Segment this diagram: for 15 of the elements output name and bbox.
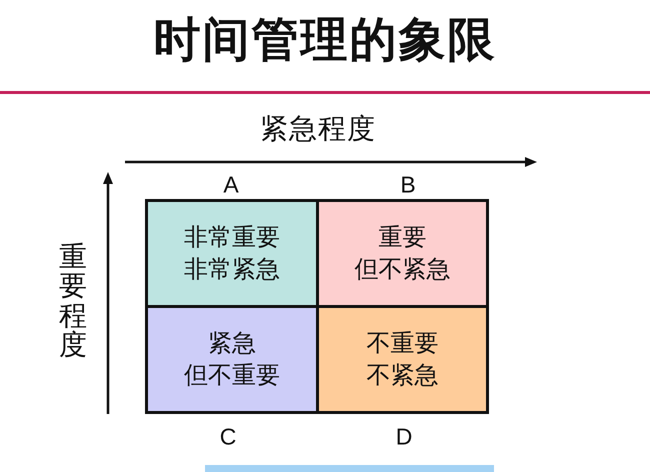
quadrant-letter: A [223, 174, 239, 196]
quadrant-box [319, 308, 489, 414]
quadrant-letter: D [396, 426, 412, 448]
axis-title: 重要程度 [59, 242, 87, 360]
axis-title: 紧急程度 [260, 115, 376, 143]
quadrant-text: 重要但不紧急 [354, 222, 450, 284]
quadrant-text: 不重要不紧急 [366, 328, 438, 390]
quadrant-letter: B [400, 174, 416, 196]
quadrant-box [145, 308, 319, 414]
quadrant-text: 紧急但不重要 [184, 328, 280, 390]
quadrant-text: 非常重要非常紧急 [184, 222, 280, 284]
quadrant-box [319, 199, 489, 308]
quadrant-letter: C [220, 426, 236, 448]
quadrant-box [145, 199, 319, 308]
title: 时间管理的象限 [154, 16, 496, 64]
